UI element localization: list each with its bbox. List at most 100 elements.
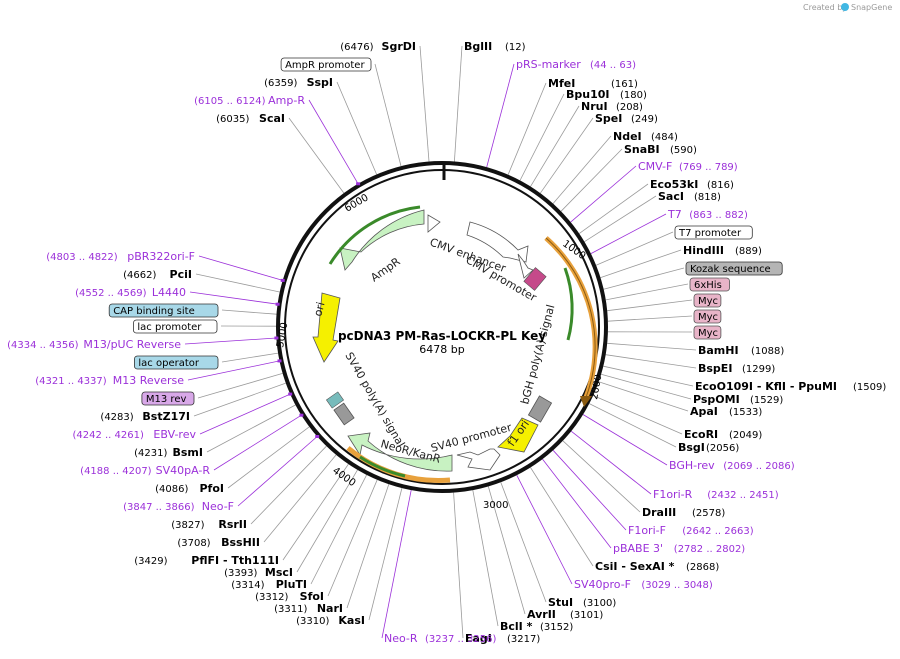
leader-line xyxy=(282,463,349,561)
leader-line xyxy=(184,337,277,345)
leader-line xyxy=(582,414,668,466)
position-label: (161) xyxy=(611,79,638,90)
inner-ampr: AmpR xyxy=(368,255,403,285)
enzyme-label: PflFI - Tth111I xyxy=(191,554,279,567)
enzyme-label: BamHI xyxy=(698,344,739,357)
leader-line xyxy=(197,373,283,399)
enzyme-label: SnaBI xyxy=(624,143,660,156)
primer-label: Neo-F xyxy=(202,500,234,513)
snapgene-logo-icon xyxy=(841,3,849,11)
leader-line xyxy=(189,291,278,305)
enzyme-label: AvrII xyxy=(527,608,556,621)
leader-line xyxy=(187,360,280,381)
leader-line xyxy=(552,450,627,531)
enzyme-label: BsmI xyxy=(173,446,204,459)
position-label: (2868) xyxy=(686,562,719,573)
leader-line xyxy=(327,479,378,597)
leader-line xyxy=(560,148,623,212)
tick-3000: 3000 xyxy=(483,500,508,511)
leader-line xyxy=(519,93,565,181)
position-label: (1299) xyxy=(742,364,775,375)
enzyme-label: PspOMI xyxy=(693,393,740,406)
primer-label: T7 xyxy=(667,208,682,221)
leader-line xyxy=(487,486,526,615)
leader-line xyxy=(589,403,677,448)
position-label: (3152) xyxy=(540,622,573,633)
enzyme-label: BglII xyxy=(464,40,492,53)
feature-label-box xyxy=(133,355,219,370)
position-label: (4662) xyxy=(123,270,156,281)
position-label: (3217) xyxy=(507,634,540,645)
feature-label-box xyxy=(685,261,783,276)
enzyme-label: EagI xyxy=(465,632,492,645)
enzyme-label: ScaI xyxy=(259,112,285,125)
left-label-column: SgrDI(6476)AmpR promoterSspI(6359)Amp-R(… xyxy=(7,40,416,627)
enzyme-label: SspI xyxy=(307,76,333,89)
feature-label: Myc xyxy=(698,296,718,307)
position-label: (4283) xyxy=(100,412,133,423)
enzyme-label: SacI xyxy=(658,190,684,203)
leader-line xyxy=(595,231,674,266)
leader-line xyxy=(288,117,345,194)
primer-site-mark xyxy=(315,435,320,438)
position-label: (208) xyxy=(616,102,643,113)
leader-line xyxy=(542,458,612,549)
primer-label: Neo-R xyxy=(384,632,418,645)
primer-site-mark xyxy=(288,392,293,396)
position-label: (2782 .. 2802) xyxy=(674,544,746,555)
position-label: (4334 .. 4356) xyxy=(7,340,79,351)
leader-line xyxy=(419,45,430,162)
leader-line xyxy=(381,490,412,639)
leader-line xyxy=(296,469,358,573)
position-label: (3100) xyxy=(583,598,616,609)
feature-label: lac operator xyxy=(138,358,199,369)
feature-label-box xyxy=(693,293,722,308)
leader-line xyxy=(227,426,310,489)
position-label: (590) xyxy=(670,145,697,156)
primer-label: F1ori-R xyxy=(653,488,693,501)
leader-line xyxy=(453,492,464,639)
feature-label: AmpR promoter xyxy=(285,60,365,71)
position-label: (3311) xyxy=(274,604,307,615)
leader-line xyxy=(195,273,280,293)
primer-label: pRS-marker xyxy=(516,58,581,71)
leader-line xyxy=(206,404,296,453)
leader-line xyxy=(221,309,277,315)
brand-text: SnapGene xyxy=(851,3,892,12)
leader-line xyxy=(607,315,693,322)
enzyme-label: NarI xyxy=(317,602,343,615)
leader-line xyxy=(607,299,693,312)
primer-label: CMV-F xyxy=(638,160,672,173)
position-label: (4086) xyxy=(155,484,188,495)
leader-line xyxy=(530,105,580,187)
ampr-green-arc xyxy=(328,205,421,265)
enzyme-label: BssHII xyxy=(221,536,260,549)
primer-label: M13/pUC Reverse xyxy=(83,338,181,351)
position-label: (889) xyxy=(735,246,762,257)
position-label: (4321 .. 4337) xyxy=(35,376,107,387)
position-label: (12) xyxy=(505,42,526,53)
leader-line xyxy=(472,490,499,627)
myc-tags-feature xyxy=(523,267,547,291)
position-label: (44 .. 63) xyxy=(590,60,636,71)
enzyme-label: BstZ17I xyxy=(142,410,190,423)
primer-label: BGH-rev xyxy=(669,459,715,472)
backbone-ring-outer xyxy=(276,161,608,493)
leader-line xyxy=(486,63,515,168)
feature-label: lac promoter xyxy=(137,322,202,333)
position-label: (3393) xyxy=(224,568,257,579)
insert-green-arc xyxy=(563,267,574,341)
leader-lines xyxy=(184,45,697,639)
backbone-ring-inner xyxy=(284,169,600,485)
leader-line xyxy=(607,342,697,351)
position-label: (2432 .. 2451) xyxy=(707,490,779,501)
feature-label-box xyxy=(693,309,722,324)
enzyme-label: RsrII xyxy=(218,518,247,531)
feature-label: T7 promoter xyxy=(678,228,742,239)
leader-line xyxy=(593,395,683,435)
plasmid-name: pcDNA3 PM-Ras-LOCKR-PL Key xyxy=(338,329,546,343)
leader-line xyxy=(346,484,390,609)
enzyme-label: ApaI xyxy=(690,405,718,418)
ampr-feature xyxy=(339,209,425,271)
position-label: (4552 .. 4569) xyxy=(75,288,147,299)
